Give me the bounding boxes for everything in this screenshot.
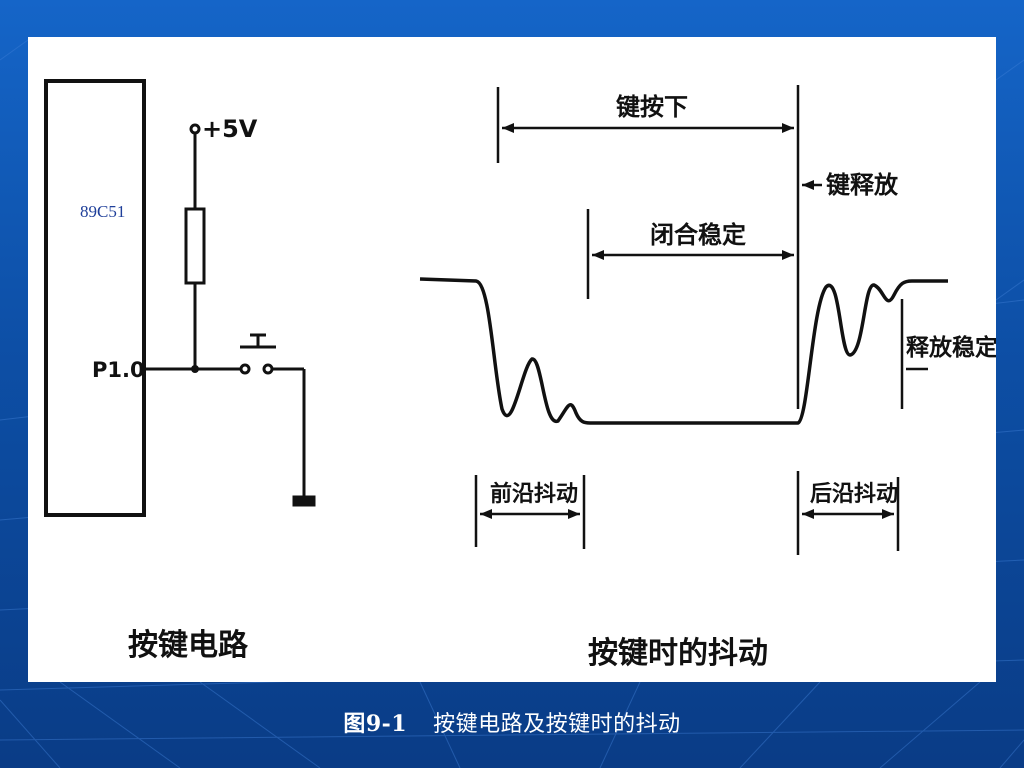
release-stable-label: 释放稳定	[906, 334, 996, 361]
diagram-panel: 89C51 +5V P1.0 按键电路 键按下 闭合稳定 键释放 释放稳定 前沿…	[28, 37, 996, 682]
switch-contact-left	[239, 363, 251, 375]
closed-stable-label: 闭合稳定	[650, 221, 746, 249]
key-circuit-diagram: 89C51 +5V P1.0 按键电路 键按下 闭合稳定 键释放 释放稳定 前沿…	[44, 79, 996, 671]
bounce-waveform	[419, 277, 948, 425]
circuit-caption: 按键电路	[128, 628, 249, 663]
figure-title: 按键电路及按键时的抖动	[433, 712, 681, 737]
pull-up-resistor	[184, 207, 206, 285]
key-release-label: 键释放	[826, 171, 899, 199]
figure-caption: 图9-1 按键电路及按键时的抖动	[0, 706, 1024, 738]
key-pressed-label: 键按下	[616, 93, 688, 121]
chip-label: 89C51	[80, 202, 125, 221]
pin-label: P1.0	[92, 358, 145, 382]
ground-symbol	[292, 495, 316, 507]
vcc-terminal	[189, 123, 201, 135]
vcc-label: +5V	[202, 115, 258, 143]
timing-caption: 按键时的抖动	[588, 636, 768, 671]
chip-body	[44, 79, 146, 517]
switch-contact-right	[262, 363, 274, 375]
figure-number: 图9-1	[343, 711, 408, 737]
trailing-bounce-label: 后沿抖动	[810, 482, 898, 507]
leading-bounce-label: 前沿抖动	[490, 481, 578, 507]
junction-dot	[191, 365, 199, 373]
